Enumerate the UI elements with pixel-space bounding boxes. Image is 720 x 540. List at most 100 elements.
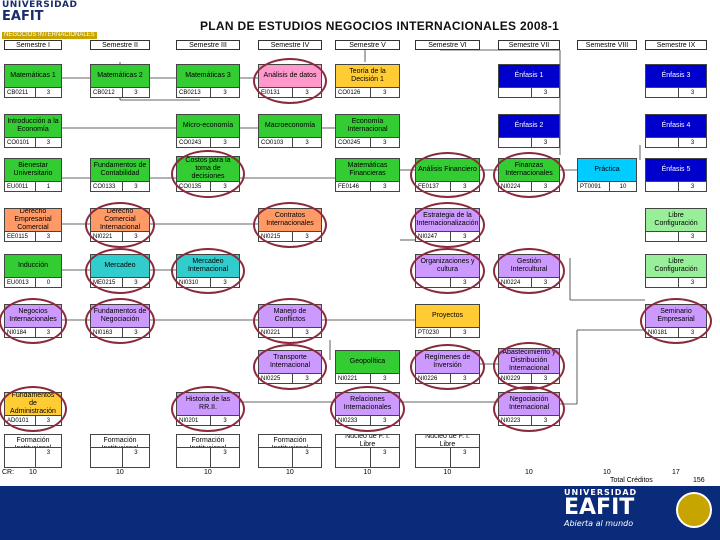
semester-credit-total: 10 <box>286 469 294 476</box>
bottom-logo-line1: UNIVERSIDAD <box>564 488 638 497</box>
course-name: Libre Configuración <box>654 212 698 227</box>
prerequisite-arrows <box>62 49 645 405</box>
course-name: Énfasis 2 <box>514 122 544 129</box>
course-credits: 3 <box>370 181 399 191</box>
course-box[interactable]: Núcleo de Formación Institucional3 <box>258 434 322 468</box>
course-name: Bienestar Universitario <box>13 162 53 177</box>
course-code: CO0126 <box>336 87 371 97</box>
semester-header: Semestre VI <box>415 40 480 50</box>
course-name: Énfasis 1 <box>514 72 544 79</box>
course-code: CO0101 <box>5 137 36 147</box>
highlight-ring <box>410 202 485 248</box>
course-credits: 3 <box>293 137 321 147</box>
course-code: CO0243 <box>177 137 212 147</box>
course-name: Núcleo de F. I. Libre <box>345 435 390 447</box>
course-credits: 3 <box>532 137 559 147</box>
course-box[interactable]: Núcleo de Formación Institucional3 <box>90 434 150 468</box>
course-name: Macroeconomía <box>264 122 316 129</box>
highlight-ring <box>253 344 327 390</box>
course-credits: 1 <box>35 181 61 191</box>
highlight-ring <box>330 386 405 432</box>
highlight-ring <box>171 150 245 198</box>
bottom-logo-line2: EAFIT <box>564 495 635 520</box>
course-name: Núcleo de Formación Institucional <box>272 435 309 447</box>
course-code <box>416 447 451 467</box>
course-credits: 3 <box>679 181 706 191</box>
course-name: Núcleo de Formación Institucional <box>102 435 139 447</box>
course-box[interactable]: Énfasis 2 3 <box>498 114 560 148</box>
logo-line2: EAFIT <box>2 9 44 24</box>
bottom-logo-tagline: Abierta al mundo <box>564 519 634 528</box>
total-credits-label: Total Créditos <box>610 477 653 484</box>
highlight-ring <box>0 298 67 344</box>
course-code: EU0013 <box>5 277 36 287</box>
course-code: CB0213 <box>177 87 212 97</box>
course-credits: 3 <box>370 447 399 467</box>
course-code <box>646 87 679 97</box>
course-code: PT0230 <box>416 327 451 337</box>
course-name: Geopolítica <box>349 358 386 365</box>
course-name: Inducción <box>18 262 48 269</box>
course-code: CO0133 <box>91 181 123 191</box>
course-box[interactable]: Núcleo de Formación Institucional3 <box>176 434 240 468</box>
course-name: Libre Configuración <box>654 258 698 273</box>
course-code: NI0221 <box>336 373 371 383</box>
course-name: Derecho Empresarial Comercial <box>14 209 52 231</box>
semester-header: Semestre I <box>4 40 62 50</box>
course-credits: 3 <box>370 137 399 147</box>
course-code <box>646 231 679 241</box>
course-credits: 10 <box>609 181 636 191</box>
course-box[interactable]: Núcleo de Formación Institucional3 <box>4 434 62 468</box>
course-name: Énfasis 4 <box>661 122 691 129</box>
course-credits: 0 <box>35 277 61 287</box>
course-name: Matemáticas 1 <box>10 72 56 79</box>
course-name: Matemáticas Financieras <box>347 162 388 177</box>
page-title: PLAN DE ESTUDIOS NEGOCIOS INTERNACIONALE… <box>200 19 560 33</box>
eafit-logo-top: UNIVERSIDAD EAFIT NEGOCIOS INTERNACIONAL… <box>2 1 102 39</box>
course-credits: 3 <box>35 87 61 97</box>
highlight-ring <box>493 342 565 390</box>
course-code: CB0212 <box>91 87 123 97</box>
course-code <box>336 447 371 467</box>
course-code: PT0091 <box>578 181 610 191</box>
semester-header: Semestre IV <box>258 40 322 50</box>
course-name: Micro-economía <box>182 122 234 129</box>
course-code <box>646 137 679 147</box>
course-code: CO0103 <box>259 137 294 147</box>
course-box[interactable]: Énfasis 4 3 <box>645 114 707 148</box>
course-code <box>499 137 532 147</box>
semester-credit-total: 10 <box>204 469 212 476</box>
course-credits: 3 <box>679 87 706 97</box>
course-name: Núcleo de Formación Institucional <box>15 435 52 447</box>
highlight-ring <box>253 298 327 344</box>
highlight-ring <box>85 202 155 248</box>
highlight-ring <box>253 58 327 104</box>
course-credits: 3 <box>679 137 706 147</box>
logo-line3: NEGOCIOS INTERNACIONALES <box>2 32 97 39</box>
course-credits: 3 <box>35 137 61 147</box>
highlight-ring <box>493 152 565 198</box>
